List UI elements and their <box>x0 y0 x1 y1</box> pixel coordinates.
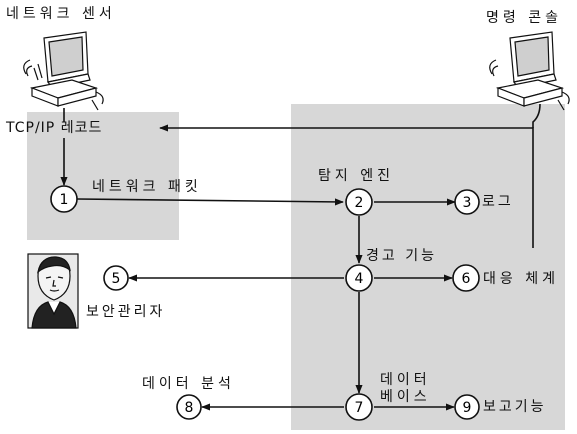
node-3: 3 <box>454 189 480 215</box>
node-9: 9 <box>454 394 480 420</box>
database-label-line1: 데이터 <box>380 372 431 388</box>
node-7: 7 <box>345 393 373 421</box>
network-packet-label: 네트워크 패킷 <box>92 179 202 195</box>
command-console-computer-icon <box>489 31 570 111</box>
svg-text:9: 9 <box>463 400 472 416</box>
node-4: 4 <box>345 264 373 292</box>
response-system-label: 대응 체계 <box>483 271 559 287</box>
svg-text:5: 5 <box>112 271 121 287</box>
command-console-label: 명령 콘솔 <box>486 10 562 26</box>
node-1: 1 <box>50 185 78 213</box>
node-6: 6 <box>452 264 480 292</box>
sensor-panel <box>27 112 179 240</box>
console-cable <box>532 103 541 128</box>
detection-engine-label: 탐지 엔진 <box>318 168 394 184</box>
svg-text:7: 7 <box>355 400 364 416</box>
svg-text:4: 4 <box>355 271 364 287</box>
node-2: 2 <box>345 188 373 216</box>
node-8: 8 <box>176 394 202 420</box>
svg-text:8: 8 <box>185 400 194 416</box>
svg-text:6: 6 <box>462 271 471 287</box>
packet-to-engine-arrow <box>76 198 344 206</box>
console-panel <box>291 104 565 430</box>
tcpip-record-label: TCP/IP 레코드 <box>6 120 103 136</box>
report-function-label: 보고기능 <box>483 399 547 415</box>
svg-text:3: 3 <box>463 195 472 211</box>
alert-function-label: 경고 기능 <box>366 248 437 264</box>
security-admin-portrait-icon <box>27 253 79 329</box>
log-label: 로그 <box>482 194 514 210</box>
svg-text:2: 2 <box>355 195 364 211</box>
network-sensor-label: 네트워크 센서 <box>6 6 116 22</box>
network-sensor-computer-icon <box>23 31 104 111</box>
node-5: 5 <box>103 265 129 291</box>
database-label-line2: 베이스 <box>380 389 431 405</box>
svg-text:1: 1 <box>60 192 69 208</box>
security-admin-label: 보안관리자 <box>86 304 166 320</box>
data-analysis-label: 데이터 분석 <box>142 376 235 392</box>
